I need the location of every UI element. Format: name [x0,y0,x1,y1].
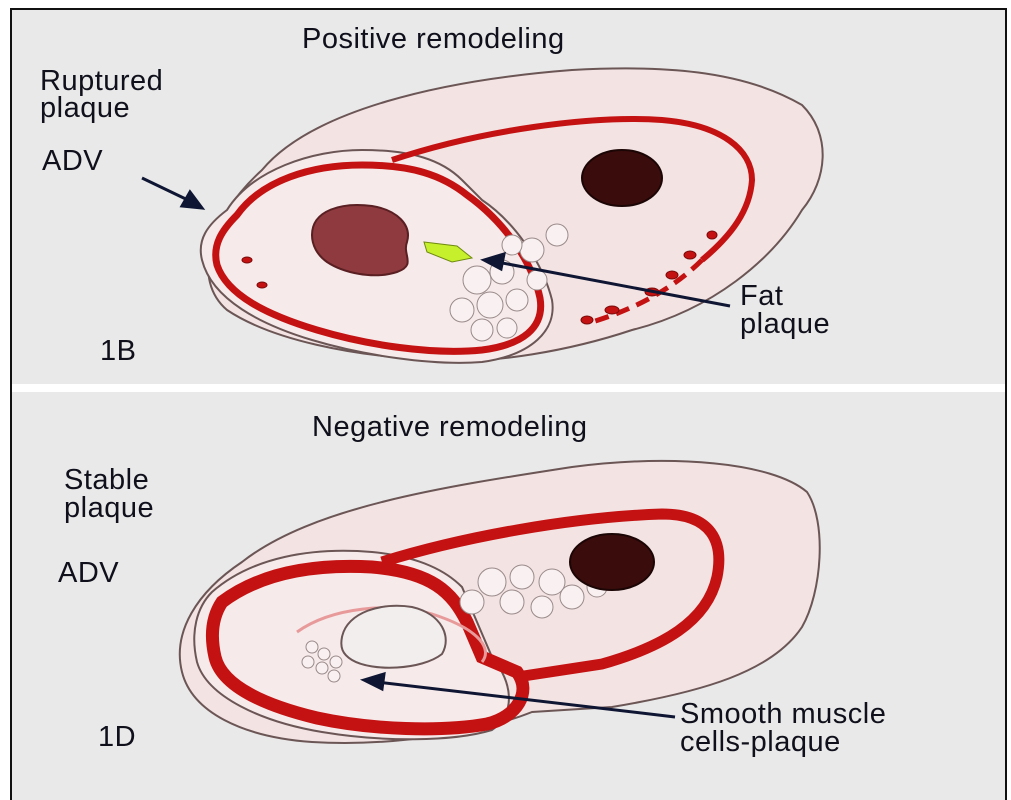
lumen-opening [341,606,445,668]
adv-label: ADV [42,146,103,176]
panel-title: Positive remodeling [302,24,565,54]
plaque-type-line2: plaque [40,95,163,122]
panel-negative-remodeling: Negative remodeling Stable plaque ADV 1D… [12,392,1005,800]
figure-id-label: 1D [98,722,136,752]
smooth-muscle-callout: Smooth muscle cells-plaque [680,700,886,756]
plaque-type-label: Ruptured plaque [40,68,163,122]
fat-plaque-callout-line1: Fat [740,282,830,310]
panel-title: Negative remodeling [312,412,587,442]
plaque-type-line2: plaque [64,494,154,522]
plaque-type-label: Stable plaque [64,466,154,522]
panel-divider [12,384,1005,392]
distal-lumen [570,534,654,590]
distal-lumen [582,150,662,206]
smooth-muscle-callout-line2: cells-plaque [680,728,886,756]
adv-label: ADV [58,558,119,588]
plaque-type-line1: Stable [64,466,154,494]
figure-id-label: 1B [100,336,136,366]
plaque-type-line1: Ruptured [40,68,163,95]
panel-positive-remodeling: Positive remodeling Ruptured plaque ADV … [12,10,1005,384]
fat-plaque-callout-line2: plaque [740,310,830,338]
fat-plaque-callout: Fat plaque [740,282,830,338]
smooth-muscle-callout-line1: Smooth muscle [680,700,886,728]
